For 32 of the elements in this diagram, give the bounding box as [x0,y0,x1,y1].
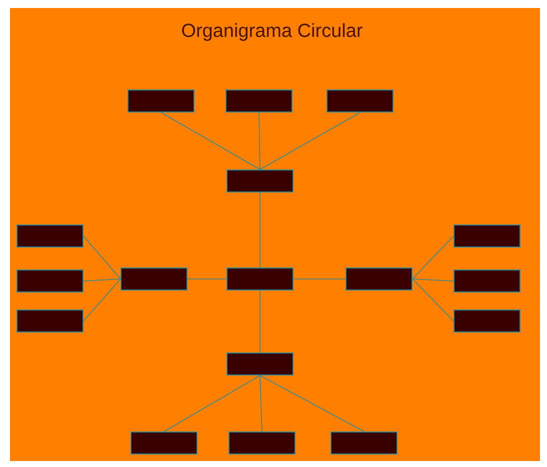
org-box [346,268,412,290]
title: Organigrama Circular [182,23,362,41]
connector-line [260,375,364,432]
connector-line [260,375,262,432]
org-box [16,310,84,332]
org-box [454,270,520,292]
org-box [226,352,294,376]
connector-line [412,236,454,280]
org-box [326,90,394,112]
connector-line [83,236,121,280]
org-box [226,268,294,290]
connector-line [83,278,121,282]
connector-line [164,375,260,432]
connector-line [412,278,454,322]
org-box [16,224,84,248]
org-box [330,432,398,454]
connector-line [412,278,454,282]
org-box [228,432,296,454]
org-box [16,270,84,292]
connector-line [258,112,260,170]
org-box [120,268,188,290]
org-box [226,170,294,192]
connector-line [83,278,121,322]
org-box [130,432,198,454]
connector-line [160,112,260,170]
org-box [226,90,292,112]
org-box [454,310,520,332]
connector-line [293,278,346,280]
org-box [454,224,520,248]
org-box [128,90,194,112]
connector-line [187,278,227,280]
connector-line [260,112,360,170]
